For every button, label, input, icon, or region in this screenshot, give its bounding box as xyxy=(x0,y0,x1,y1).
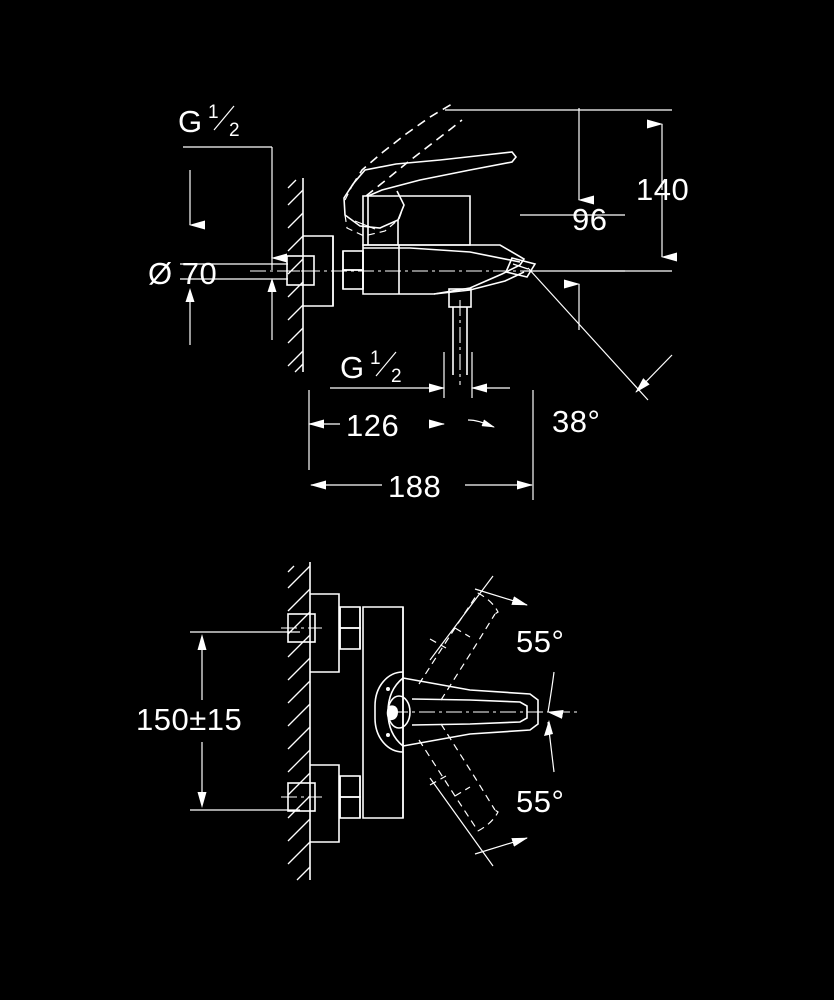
dim-inlet-thread-top: G 1 2 xyxy=(178,102,287,270)
g-half-top-letter: G xyxy=(178,104,203,139)
coupling-nut xyxy=(342,250,364,290)
dim-spout-angle-38: 38° xyxy=(527,267,673,439)
g-half-top-denominator: 2 xyxy=(229,120,240,141)
g-half-top-numerator: 1 xyxy=(208,102,219,123)
lever-handle-raised-ghost xyxy=(344,103,463,237)
dim-55deg-down-label: 55° xyxy=(516,784,564,819)
escutcheon xyxy=(303,235,334,307)
dim-outlet-thread: G 1 2 xyxy=(330,348,510,398)
inlet-nut-lower xyxy=(281,782,322,812)
dim-188-label: 188 xyxy=(388,469,441,504)
coupling-nut-lower-front xyxy=(339,775,361,819)
escutcheon-lower-front xyxy=(310,764,340,843)
escutcheon-upper-front xyxy=(310,593,340,673)
wall-connector-nut xyxy=(281,255,320,286)
dim-lever-swing-up-55: 55° xyxy=(429,575,564,719)
dim-126-label: 126 xyxy=(346,408,399,443)
coupling-nut-upper-front xyxy=(339,606,361,650)
side-elevation-view: G 1 2 Ø 70 96 xyxy=(148,102,689,504)
dim-escutcheon-diameter: Ø 70 xyxy=(148,256,288,345)
dim-lever-swing-down-55: 55° xyxy=(429,720,564,867)
mixer-body xyxy=(362,195,526,295)
lever-swing-ghosts xyxy=(418,592,499,832)
dim-150pm15-label: 150±15 xyxy=(136,702,242,737)
dim-spout-height-96: 96 xyxy=(520,108,625,330)
dim-96-label: 96 xyxy=(572,202,607,237)
diameter-70-label: Ø 70 xyxy=(148,256,217,291)
g-half-bottom-letter: G xyxy=(340,350,365,385)
spout-aerator xyxy=(504,257,537,278)
dim-body-depth-126: 126 xyxy=(308,390,534,500)
wall-section-front xyxy=(287,562,311,881)
shower-outlet-connector xyxy=(448,288,472,385)
dim-inlet-spacing-150: 150±15 xyxy=(136,631,300,811)
dim-38deg-label: 38° xyxy=(552,404,600,439)
dim-handle-height-140: 140 xyxy=(445,109,689,272)
dim-total-depth-188: 188 xyxy=(310,469,533,504)
wall-section xyxy=(287,178,304,373)
front-elevation-view: 55° 55° 150±15 xyxy=(136,562,580,881)
lever-handle xyxy=(343,151,518,245)
g-half-bottom-denominator: 2 xyxy=(391,366,402,387)
dim-55deg-up-label: 55° xyxy=(516,624,564,659)
inlet-nut-upper xyxy=(281,613,322,643)
g-half-bottom-numerator: 1 xyxy=(370,348,381,369)
dim-140-label: 140 xyxy=(636,172,689,207)
